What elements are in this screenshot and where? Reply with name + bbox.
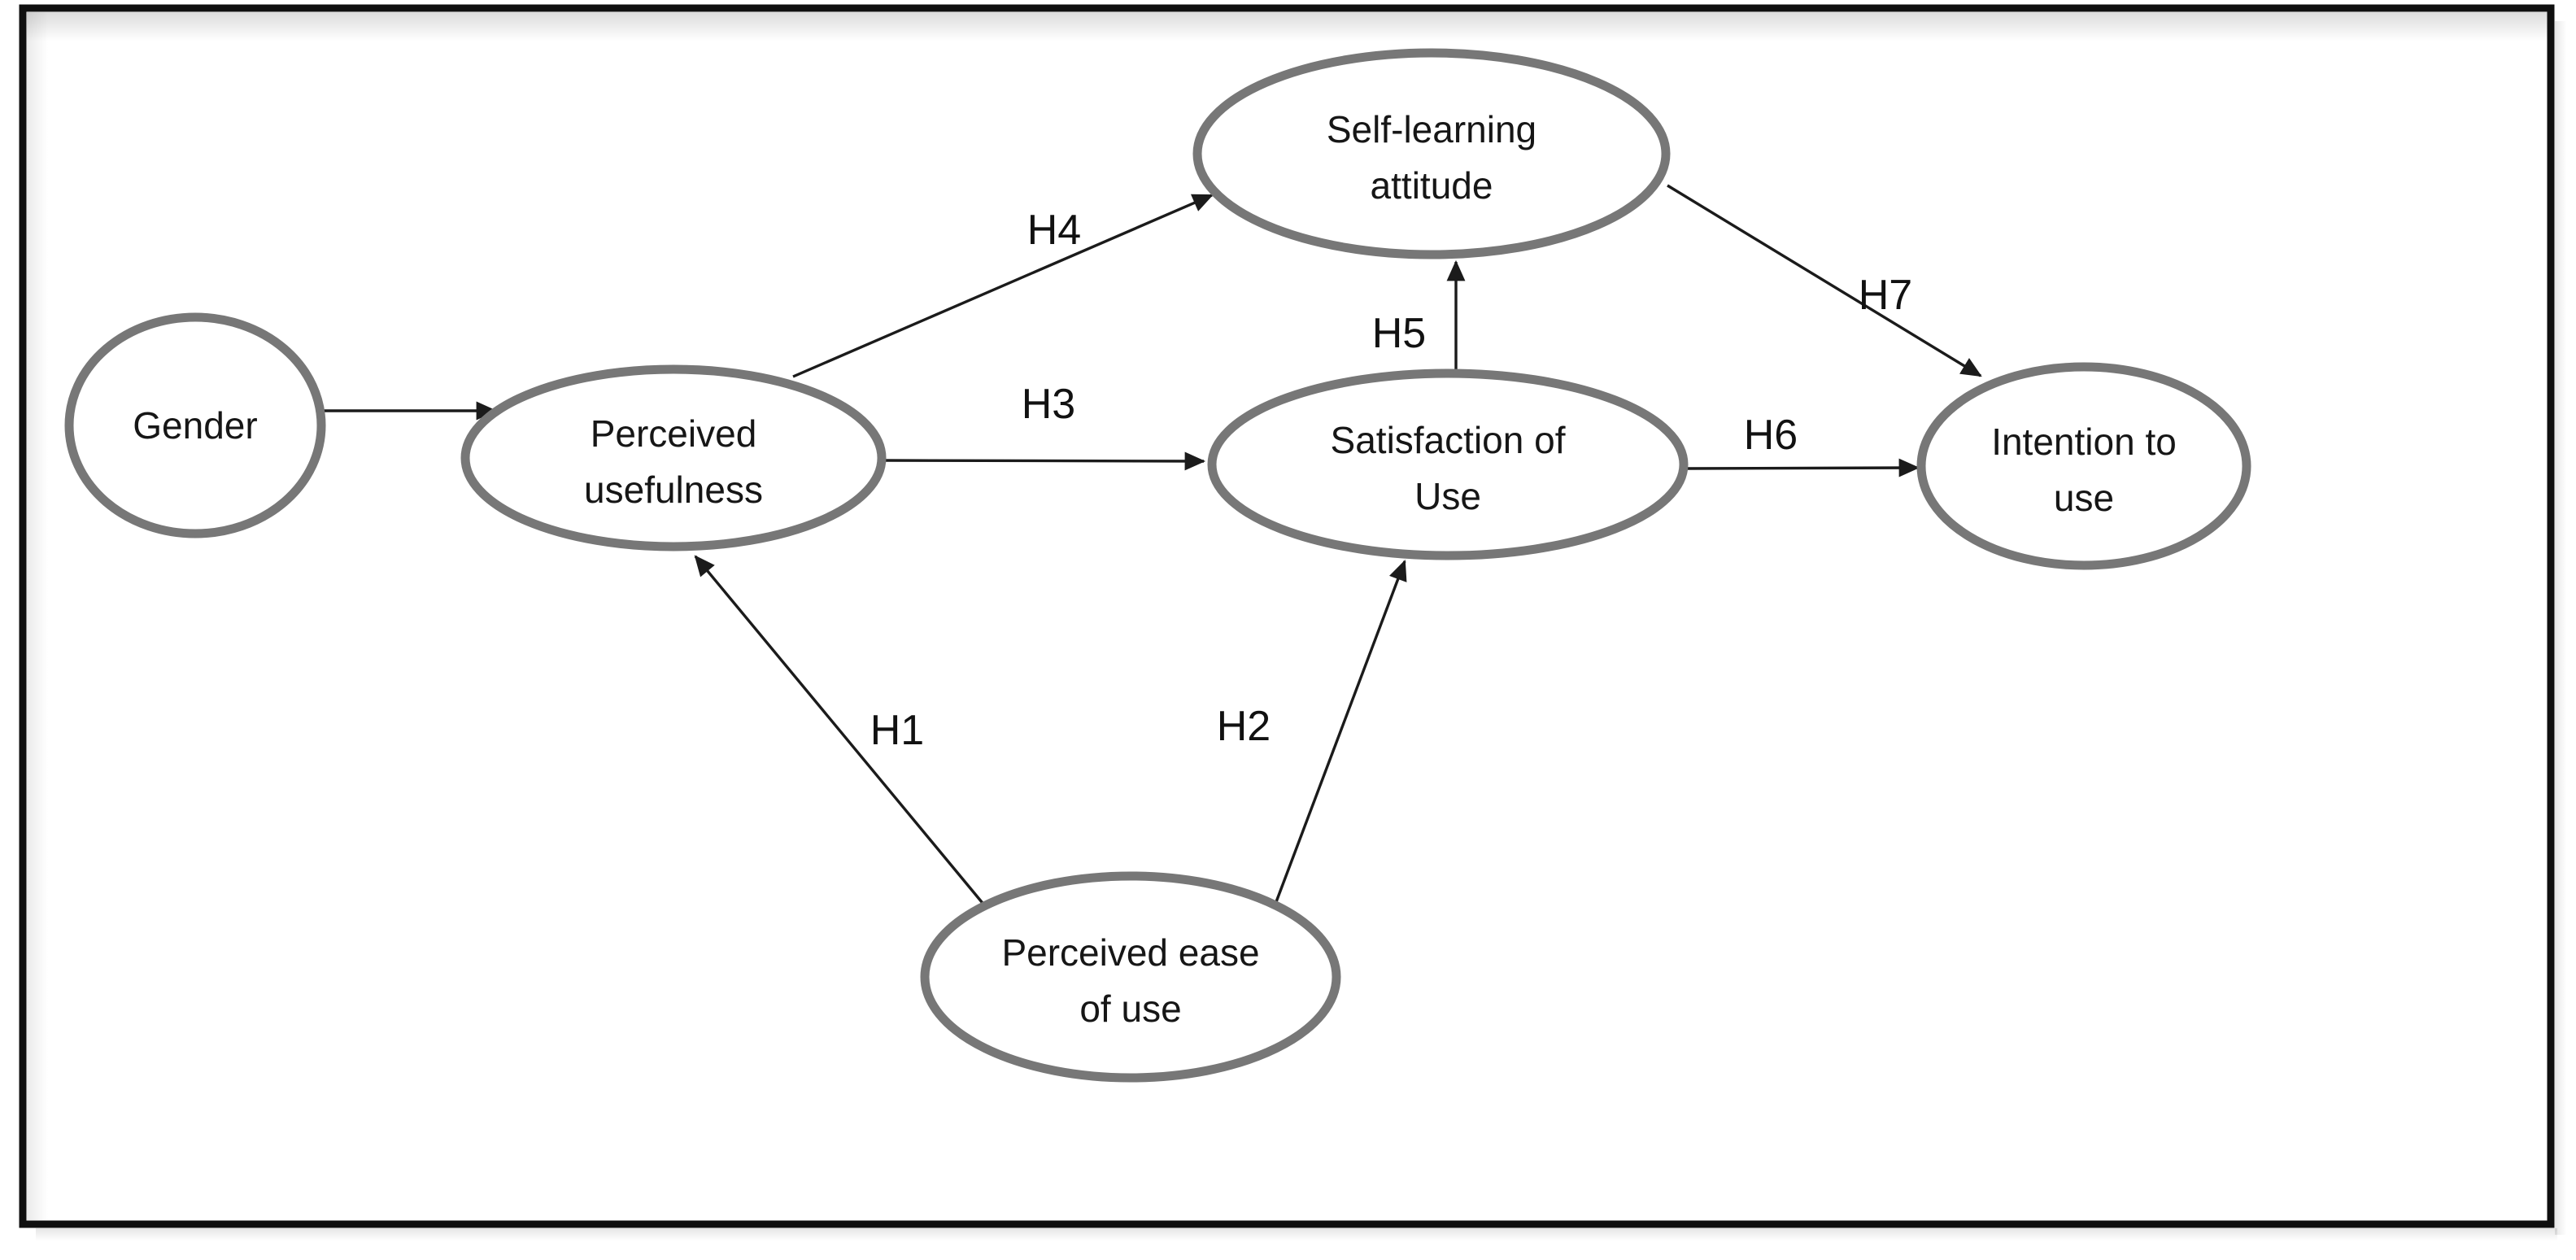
edge-h7-label: H7 (1859, 272, 1912, 319)
node-intention-to-use-label-line-0: Intention to (1991, 421, 2177, 463)
node-intention-to-use-label-line-1: use (2054, 477, 2114, 519)
node-intention-to-use-ellipse (1916, 362, 2251, 570)
edge-h3-label: H3 (1022, 381, 1075, 428)
node-self-learning-attitude-ellipse (1192, 48, 1671, 259)
node-satisfaction-of-use-label-line-1: Use (1414, 475, 1481, 517)
edge-h1-label: H1 (870, 707, 924, 754)
edge-h4-label: H4 (1027, 207, 1081, 254)
edge-h7-arrow (1667, 184, 1982, 377)
node-perceived-ease-of-use-label: Perceived ease of use (1001, 931, 1259, 1030)
node-satisfaction-of-use-label: Satisfaction of Use (1331, 419, 1566, 517)
node-self-learning-attitude-label: Self-learning attitude (1327, 108, 1536, 207)
node-perceived-usefulness-label: Perceived usefulness (584, 412, 763, 511)
figure-border (19, 4, 2555, 1228)
node-self-learning-attitude-label-line-1: attitude (1371, 164, 1493, 207)
frame-inner-shadow-top (27, 12, 2548, 41)
node-perceived-usefulness-label-line-1: usefulness (584, 469, 763, 511)
frame-outer-shadow-bottom (36, 1228, 2557, 1241)
node-perceived-usefulness: Perceived usefulness (460, 364, 887, 552)
edge-h6: H6 (1685, 412, 1920, 477)
edge-h6-arrow (1685, 458, 1920, 477)
edge-h5: H5 (1372, 259, 1466, 370)
node-perceived-ease-of-use: Perceived ease of use (920, 871, 1341, 1083)
node-perceived-usefulness-label-line-0: Perceived (591, 412, 757, 455)
node-self-learning-attitude-label-line-0: Self-learning (1327, 108, 1536, 150)
edge-h2-arrow (1273, 560, 1407, 907)
node-perceived-ease-of-use-label-line-0: Perceived ease (1001, 931, 1259, 974)
edge-h3-arrow (882, 451, 1206, 471)
node-self-learning-attitude: Self-learning attitude (1192, 48, 1671, 259)
node-gender-ellipse (64, 312, 326, 538)
edge-h6-label: H6 (1744, 412, 1798, 459)
node-gender: Gender (64, 312, 326, 538)
edge-h2-label: H2 (1217, 703, 1271, 750)
edge-h4-arrow (792, 194, 1214, 378)
nodes-layer: Gender Perceived usefulness Self-learning at… (64, 48, 2251, 1083)
node-satisfaction-of-use-label-line-0: Satisfaction of (1331, 419, 1566, 461)
node-intention-to-use-label: Intention to use (1991, 421, 2177, 519)
node-gender-label-line-0: Gender (133, 404, 257, 447)
node-satisfaction-of-use: Satisfaction of Use (1207, 368, 1689, 560)
node-perceived-ease-of-use-ellipse (920, 871, 1341, 1083)
node-intention-to-use: Intention to use (1916, 362, 2251, 570)
node-satisfaction-of-use-ellipse (1207, 368, 1689, 560)
node-gender-label: Gender (133, 404, 257, 447)
edge-h5-label: H5 (1372, 310, 1426, 357)
edge-h1-arrow (694, 555, 987, 909)
edge-h2: H2 (1217, 560, 1407, 907)
frame-inner-shadow-left (27, 12, 48, 1220)
edge-h1: H1 (694, 555, 987, 909)
edge-h4: H4 (792, 194, 1214, 378)
edge-h3: H3 (882, 381, 1206, 471)
frame-outer-shadow-right (2555, 21, 2566, 1235)
node-perceived-ease-of-use-label-line-1: of use (1079, 988, 1181, 1030)
node-perceived-usefulness-ellipse (460, 364, 887, 552)
edge-h7: H7 (1667, 184, 1982, 377)
